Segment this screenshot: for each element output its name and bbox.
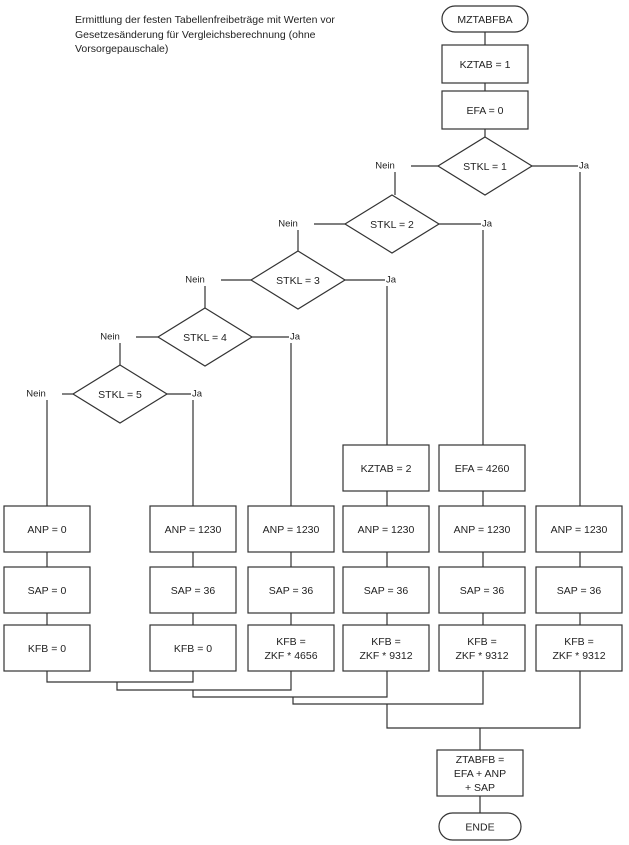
kfb-box-6 xyxy=(535,624,623,672)
sap-box-2 xyxy=(149,566,237,614)
anp-box-6 xyxy=(535,505,623,553)
decision-stkl-2-label: STKL = 2 xyxy=(370,219,414,231)
kfb-box-3 xyxy=(247,624,335,672)
decision-stkl-2 xyxy=(343,194,441,254)
kfb-box-4-label: KFB = xyxy=(371,636,400,648)
kfb-box-6-label: ZKF * 9312 xyxy=(552,650,605,662)
kfb-box-1 xyxy=(3,624,91,672)
kfb-box-1-label: KFB = 0 xyxy=(28,643,66,655)
decision-stkl-1-label: STKL = 1 xyxy=(463,161,507,173)
efa-0-box xyxy=(441,90,529,130)
decision-stkl-3-label: STKL = 3 xyxy=(276,275,320,287)
kfb-box-2 xyxy=(149,624,237,672)
decision-stkl-1 xyxy=(436,136,534,196)
efa-4260-box-label: EFA = 4260 xyxy=(455,463,510,475)
efa-4260-box xyxy=(438,444,526,492)
ztabfb-box xyxy=(436,749,524,797)
merge-line-3 xyxy=(192,671,388,698)
kfb-box-6-label: KFB = xyxy=(564,636,593,648)
kfb-box-5-label: ZKF * 9312 xyxy=(455,650,508,662)
end-terminal xyxy=(438,812,522,841)
nein-label-5: Nein xyxy=(26,389,46,400)
sap-box-6 xyxy=(535,566,623,614)
efa-0-box-label: EFA = 0 xyxy=(466,105,503,117)
merge-line-2 xyxy=(116,671,292,691)
anp-box-5 xyxy=(438,505,526,553)
ja-label-5: Ja xyxy=(192,389,203,400)
kztab-2-box-label: KZTAB = 2 xyxy=(361,463,412,475)
ztabfb-box-label: EFA + ANP xyxy=(454,768,506,780)
start-terminal xyxy=(441,5,529,33)
decision-stkl-4-label: STKL = 4 xyxy=(183,332,227,344)
kztab-2-box xyxy=(342,444,430,492)
diagram-title: Ermittlung der festen Tabellenfreibeträg… xyxy=(75,14,335,55)
nein-label-2: Nein xyxy=(278,219,298,230)
kztab-1-box xyxy=(441,44,529,84)
anp-box-3-label: ANP = 1230 xyxy=(263,524,320,536)
anp-box-1 xyxy=(3,505,91,553)
kfb-box-3-label: ZKF * 4656 xyxy=(264,650,317,662)
merge-line-5 xyxy=(386,671,581,729)
merge-line-1 xyxy=(46,671,194,683)
anp-box-4-label: ANP = 1230 xyxy=(358,524,415,536)
anp-box-2 xyxy=(149,505,237,553)
kfb-box-3-label: KFB = xyxy=(276,636,305,648)
sap-box-4-label: SAP = 36 xyxy=(364,585,409,597)
flowchart-shapes: JaNeinJaNeinJaNeinJaNeinJaNeinMZTABFBAKZ… xyxy=(3,5,623,841)
anp-box-2-label: ANP = 1230 xyxy=(165,524,222,536)
ja-label-2: Ja xyxy=(482,219,493,230)
ztabfb-box-label: + SAP xyxy=(465,782,495,794)
ja-label-1: Ja xyxy=(579,161,590,172)
kfb-box-5-label: KFB = xyxy=(467,636,496,648)
sap-box-3-label: SAP = 36 xyxy=(269,585,314,597)
decision-stkl-5-label: STKL = 5 xyxy=(98,389,142,401)
sap-box-5-label: SAP = 36 xyxy=(460,585,505,597)
decision-stkl-4 xyxy=(156,307,254,367)
kfb-box-5 xyxy=(438,624,526,672)
anp-box-1-label: ANP = 0 xyxy=(27,524,66,536)
ztabfb-box-label: ZTABFB = xyxy=(456,754,505,766)
sap-box-2-label: SAP = 36 xyxy=(171,585,216,597)
nein-label-3: Nein xyxy=(185,275,205,286)
merge-line-4 xyxy=(292,671,484,705)
anp-box-6-label: ANP = 1230 xyxy=(551,524,608,536)
sap-box-4 xyxy=(342,566,430,614)
anp-box-5-label: ANP = 1230 xyxy=(454,524,511,536)
ja-label-3: Ja xyxy=(386,275,397,286)
connector-lines xyxy=(46,32,581,813)
sap-box-1-label: SAP = 0 xyxy=(28,585,67,597)
kztab-1-box-label: KZTAB = 1 xyxy=(460,59,511,71)
nein-label-1: Nein xyxy=(375,161,395,172)
start-terminal-label: MZTABFBA xyxy=(457,14,512,26)
kfb-box-4-label: ZKF * 9312 xyxy=(359,650,412,662)
end-terminal-label: ENDE xyxy=(465,821,494,833)
sap-box-3 xyxy=(247,566,335,614)
kfb-box-4 xyxy=(342,624,430,672)
sap-box-6-label: SAP = 36 xyxy=(557,585,602,597)
decision-stkl-5 xyxy=(71,364,169,424)
nein-label-4: Nein xyxy=(100,332,120,343)
decision-stkl-3 xyxy=(249,250,347,310)
anp-box-4 xyxy=(342,505,430,553)
kfb-box-2-label: KFB = 0 xyxy=(174,643,212,655)
sap-box-5 xyxy=(438,566,526,614)
ja-label-4: Ja xyxy=(290,332,301,343)
anp-box-3 xyxy=(247,505,335,553)
sap-box-1 xyxy=(3,566,91,614)
